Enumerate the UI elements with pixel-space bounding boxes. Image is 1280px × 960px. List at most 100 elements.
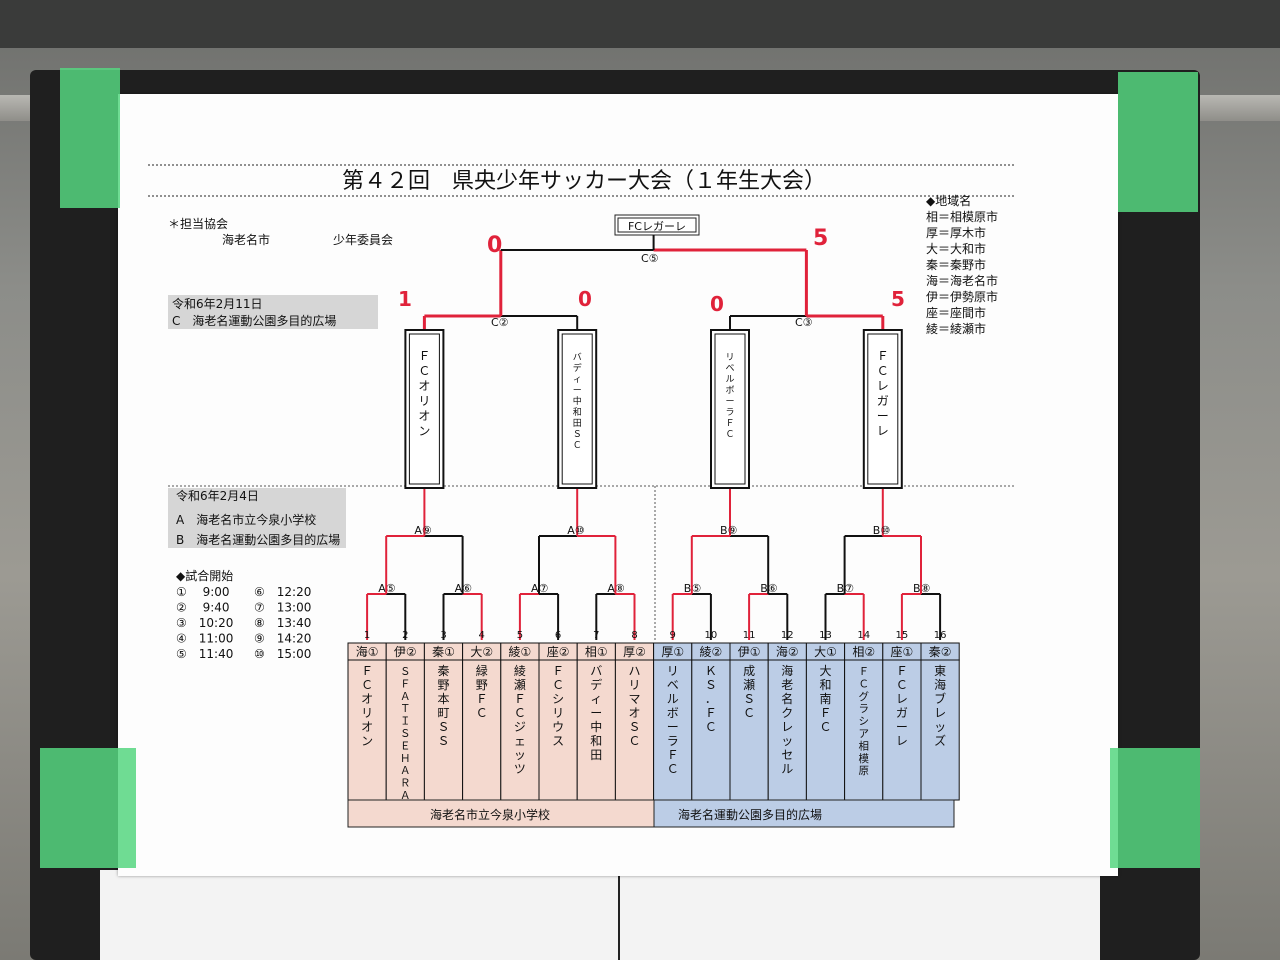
team-number: 5 xyxy=(517,630,523,641)
semifinalist-char: ガ xyxy=(877,394,889,408)
team-name-char: ル xyxy=(667,692,679,706)
team-name-char: グ xyxy=(858,690,869,703)
team-name-char: Ａ xyxy=(400,691,411,703)
legend-item: 厚＝厚木市 xyxy=(926,225,986,240)
score-final-right: 5 xyxy=(813,226,828,251)
semifinalist-char: 和 xyxy=(573,407,582,418)
semifinalist-char: Ｃ xyxy=(725,430,734,440)
schedule-item: ⑨ 14:20 xyxy=(254,632,311,646)
match-qf-label: B⑨ xyxy=(720,524,738,537)
semifinalist-char: ベ xyxy=(725,364,734,374)
team-name-char: ラ xyxy=(858,703,869,715)
semifinalist-char: Ｓ xyxy=(573,430,582,440)
team-name-char: Ｃ xyxy=(514,706,526,720)
team-number: 7 xyxy=(593,630,599,641)
team-name-char: Ｆ xyxy=(476,692,488,706)
team-name-char: ラ xyxy=(667,734,679,748)
venue-b: B 海老名運動公園多目的広場 xyxy=(176,532,340,547)
team-name-char: Ｃ xyxy=(552,678,564,692)
legend-item: 秦＝秦野市 xyxy=(926,257,986,272)
semifinalist-char: Ｃ xyxy=(418,364,430,378)
team-name-char: ス xyxy=(552,734,564,748)
team-name-char: シ xyxy=(858,716,869,728)
team-name-char: Ｃ xyxy=(743,706,755,720)
semifinalist-box xyxy=(557,329,598,489)
team-name-char: Ｆ xyxy=(361,664,373,678)
team-name-char: 野 xyxy=(437,678,449,692)
team-name-char: 東 xyxy=(934,664,946,678)
semifinalist-char: ィ xyxy=(573,375,582,385)
semifinalist-box xyxy=(862,329,903,489)
team-name-char: ル xyxy=(781,762,793,776)
team-region: 伊① xyxy=(738,645,761,659)
semifinalist-char: Ｃ xyxy=(573,441,582,451)
schedule-list: ① 9:00② 9:40③ 10:20④ 11:00⑤ 11:40⑥ 12:20… xyxy=(176,585,311,661)
team-region: 秦① xyxy=(432,645,455,659)
team-name-char: 和 xyxy=(590,734,602,748)
final-venue: C 海老名運動公園多目的広場 xyxy=(172,313,336,328)
semifinalist-char: Ｆ xyxy=(725,419,734,429)
team-name-char: 秦 xyxy=(437,664,449,678)
team-table: 1海①ＦＣオリオン2伊②ＳＦＡＴＩＳＥＨＡＲＡ3秦①秦野本町ＳＳ4大②緑野ＦＣ5… xyxy=(347,630,960,802)
final-date: 令和6年2月11日 xyxy=(172,296,263,311)
team-number: 3 xyxy=(440,630,446,641)
team-cell xyxy=(462,659,502,801)
team-name-char: 瀬 xyxy=(743,678,755,692)
team-name-char: Ｒ xyxy=(400,778,411,790)
match-qf-label: A⑩ xyxy=(567,524,585,537)
team-region: 座② xyxy=(547,644,570,659)
team-name-char: 中 xyxy=(590,719,602,734)
team-name-char: Ｈ xyxy=(400,753,411,765)
association-city: 海老名市 xyxy=(222,232,270,247)
page-title: 第４２回 県央少年サッカー大会（１年生大会） xyxy=(342,169,826,194)
team-name-char: オ xyxy=(361,692,373,706)
team-name-char: ク xyxy=(781,706,793,720)
team-name-char: 田 xyxy=(590,748,602,762)
team-name-char: Ｓ xyxy=(437,734,449,748)
semifinalist-box xyxy=(710,329,750,489)
team-region: 海② xyxy=(776,644,799,659)
team-name-char: レ xyxy=(896,692,908,706)
team-name-char: ブ xyxy=(934,691,946,706)
team-name-char: Ｆ xyxy=(819,706,831,720)
team-name-char: ッ xyxy=(934,720,946,734)
team-name-char: Ｅ xyxy=(400,740,411,752)
schedule-item: ⑤ 11:40 xyxy=(176,647,233,661)
team-name-char: ェ xyxy=(514,734,526,748)
team-name-char: Ｃ xyxy=(896,678,908,692)
team-region: 厚① xyxy=(661,645,684,659)
team-region: 綾① xyxy=(509,644,532,659)
semifinalist-char: オ xyxy=(418,409,430,423)
legend-item: 伊＝伊勢原市 xyxy=(926,289,998,304)
team-name-char: ア xyxy=(858,728,869,740)
team-name-char: ー xyxy=(896,720,908,734)
semifinalist-char: オ xyxy=(418,379,430,393)
tape-top-left xyxy=(60,68,120,208)
footer-venue-left: 海老名市立今泉小学校 xyxy=(430,807,550,822)
semifinalist-box-inner xyxy=(561,333,593,485)
team-name-char: オ xyxy=(628,706,640,720)
match-final: C⑤ xyxy=(641,252,659,265)
legend-heading: ◆地域名 xyxy=(926,193,971,208)
whiteboard-lower xyxy=(100,870,1100,960)
semifinalist-char: デ xyxy=(573,362,582,374)
match-semi-left: C② xyxy=(491,316,509,329)
team-name-char: 町 xyxy=(437,706,449,720)
team-name-char: Ａ xyxy=(400,790,411,802)
team-name-char: Ｃ xyxy=(628,734,640,748)
team-name-char: ー xyxy=(590,706,602,720)
score-final-left: 0 xyxy=(487,233,502,258)
team-name-char: 海 xyxy=(934,677,946,692)
team-region: 伊② xyxy=(394,645,417,659)
team-name-char: ハ xyxy=(628,664,640,678)
team-name-char: Ｓ xyxy=(743,692,755,706)
region-legend: ◆地域名 相＝相模原市厚＝厚木市大＝大和市秦＝秦野市海＝海老名市伊＝伊勢原市座＝… xyxy=(926,193,998,336)
team-name-char: シ xyxy=(552,692,564,706)
team-number: 16 xyxy=(934,630,947,641)
team-name-char: リ xyxy=(667,664,679,678)
semifinalist-char: 田 xyxy=(573,418,582,429)
team-name-char: 相 xyxy=(858,739,869,752)
team-name-char: ィ xyxy=(590,692,602,706)
team-region: 海① xyxy=(356,644,379,659)
semifinalist-char: バ xyxy=(573,352,582,363)
